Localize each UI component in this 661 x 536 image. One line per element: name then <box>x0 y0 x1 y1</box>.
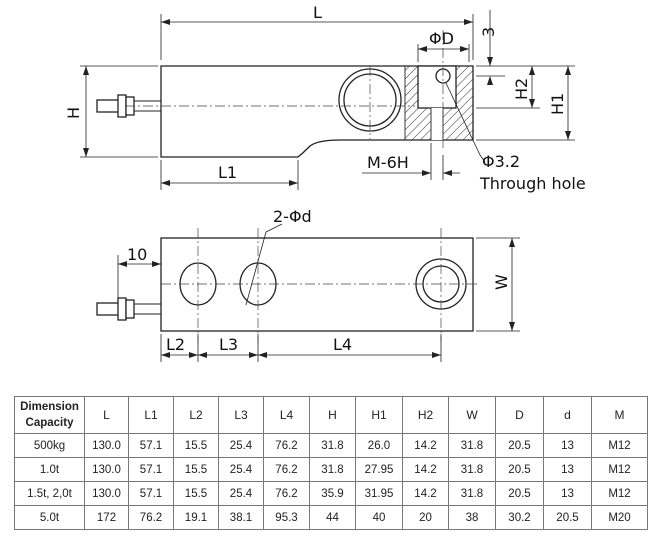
table-cell: M12 <box>591 457 648 482</box>
table-cell: 20 <box>402 505 449 530</box>
column-header: D <box>495 396 544 434</box>
column-header: H2 <box>402 396 449 434</box>
table-cell: 31.8 <box>448 481 496 506</box>
table-cell: 31.8 <box>309 433 356 458</box>
column-header: H <box>309 396 356 434</box>
table-cell: 76.2 <box>263 481 310 506</box>
table-header-row: Dimension Capacity L L1 L2 L3 L4 H H1 H2… <box>14 396 648 434</box>
label-M6H: M-6H <box>367 153 409 172</box>
table-cell: 13 <box>543 433 592 458</box>
table-cell: 20.5 <box>495 433 544 458</box>
table-cell: 27.95 <box>355 457 403 482</box>
table-cell: 26.0 <box>355 433 403 458</box>
table-cell: 31.8 <box>448 457 496 482</box>
label-L4: L4 <box>333 335 352 354</box>
table-cell: 76.2 <box>263 457 310 482</box>
label-phi-3-2: Φ3.2 <box>482 152 520 171</box>
dimension-table: Dimension Capacity L L1 L2 L3 L4 H H1 H2… <box>14 396 648 530</box>
column-header: L4 <box>263 396 310 434</box>
label-2-phi-d: 2-Φd <box>273 207 312 226</box>
table-cell: 35.9 <box>309 481 356 506</box>
table-cell: 76.2 <box>128 505 174 530</box>
table-cell: M12 <box>591 433 648 458</box>
table-cell: 15.5 <box>173 433 219 458</box>
capacity-cell: 500kg <box>14 433 85 458</box>
column-header: L2 <box>173 396 219 434</box>
label-L: L <box>313 3 322 22</box>
column-header: L <box>84 396 129 434</box>
table-cell: M20 <box>591 505 648 530</box>
table-cell: 15.5 <box>173 481 219 506</box>
column-header: L3 <box>218 396 264 434</box>
table-cell: 95.3 <box>263 505 310 530</box>
table-cell: 76.2 <box>263 433 310 458</box>
table-cell: 20.5 <box>495 481 544 506</box>
table-cell: M12 <box>591 481 648 506</box>
label-3: 3 <box>479 27 498 37</box>
capacity-cell: 1.5t, 2,0t <box>14 481 85 506</box>
table-cell: 57.1 <box>128 457 174 482</box>
technical-drawing: L H L1 ΦD 3 H2 <box>64 3 586 362</box>
table-cell: 14.2 <box>402 457 449 482</box>
table-cell: 40 <box>355 505 403 530</box>
table-cell: 44 <box>309 505 356 530</box>
column-header: d <box>543 396 592 434</box>
capacity-cell: 1.0t <box>14 457 85 482</box>
capacity-cell: 5.0t <box>14 505 85 530</box>
table-cell: 30.2 <box>495 505 544 530</box>
table-row: 5.0t 172 76.2 19.1 38.1 95.3 44 40 20 38… <box>14 505 648 530</box>
label-H: H <box>64 107 83 119</box>
side-cable <box>96 297 161 321</box>
table-row: 500kg 130.0 57.1 15.5 25.4 76.2 31.8 26.… <box>14 433 648 458</box>
table-cell: 13 <box>543 481 592 506</box>
table-cell: 15.5 <box>173 457 219 482</box>
table-row: 1.0t 130.0 57.1 15.5 25.4 76.2 31.8 27.9… <box>14 457 648 482</box>
table-cell: 25.4 <box>218 481 264 506</box>
label-phi-D: ΦD <box>429 29 454 48</box>
table-cell: 31.95 <box>355 481 403 506</box>
table-cell: 130.0 <box>84 481 129 506</box>
table-cell: 19.1 <box>173 505 219 530</box>
table-corner-header: Dimension Capacity <box>14 396 85 434</box>
table-cell: 25.4 <box>218 433 264 458</box>
label-10: 10 <box>127 245 147 264</box>
label-W: W <box>492 274 511 290</box>
table-cell: 57.1 <box>128 433 174 458</box>
label-H2: H2 <box>512 78 531 100</box>
side-view: 10 2-Φd W L2 L3 L4 <box>96 207 520 362</box>
label-L3: L3 <box>219 335 238 354</box>
table-cell: 38 <box>448 505 496 530</box>
table-cell: 31.8 <box>309 457 356 482</box>
table-cell: 14.2 <box>402 433 449 458</box>
table-cell: 14.2 <box>402 481 449 506</box>
column-header: L1 <box>128 396 174 434</box>
label-through-hole: Through hole <box>479 174 586 193</box>
table-cell: 172 <box>84 505 129 530</box>
table-cell: 25.4 <box>218 457 264 482</box>
column-header: M <box>591 396 648 434</box>
top-view: L H L1 ΦD 3 H2 <box>64 3 586 193</box>
table-cell: 20.5 <box>543 505 592 530</box>
column-header: H1 <box>355 396 403 434</box>
column-header: W <box>448 396 496 434</box>
table-cell: 57.1 <box>128 481 174 506</box>
table-row: 1.5t, 2,0t 130.0 57.1 15.5 25.4 76.2 35.… <box>14 481 648 506</box>
corner-line-capacity: Capacity <box>25 417 74 429</box>
table-cell: 31.8 <box>448 433 496 458</box>
table-cell: 13 <box>543 457 592 482</box>
corner-line-dimension: Dimension <box>20 401 79 413</box>
table-cell: 130.0 <box>84 457 129 482</box>
table-cell: 20.5 <box>495 457 544 482</box>
label-L2: L2 <box>166 335 185 354</box>
table-cell: 38.1 <box>218 505 264 530</box>
table-cell: 130.0 <box>84 433 129 458</box>
label-H1: H1 <box>548 93 567 115</box>
label-L1: L1 <box>218 163 237 182</box>
